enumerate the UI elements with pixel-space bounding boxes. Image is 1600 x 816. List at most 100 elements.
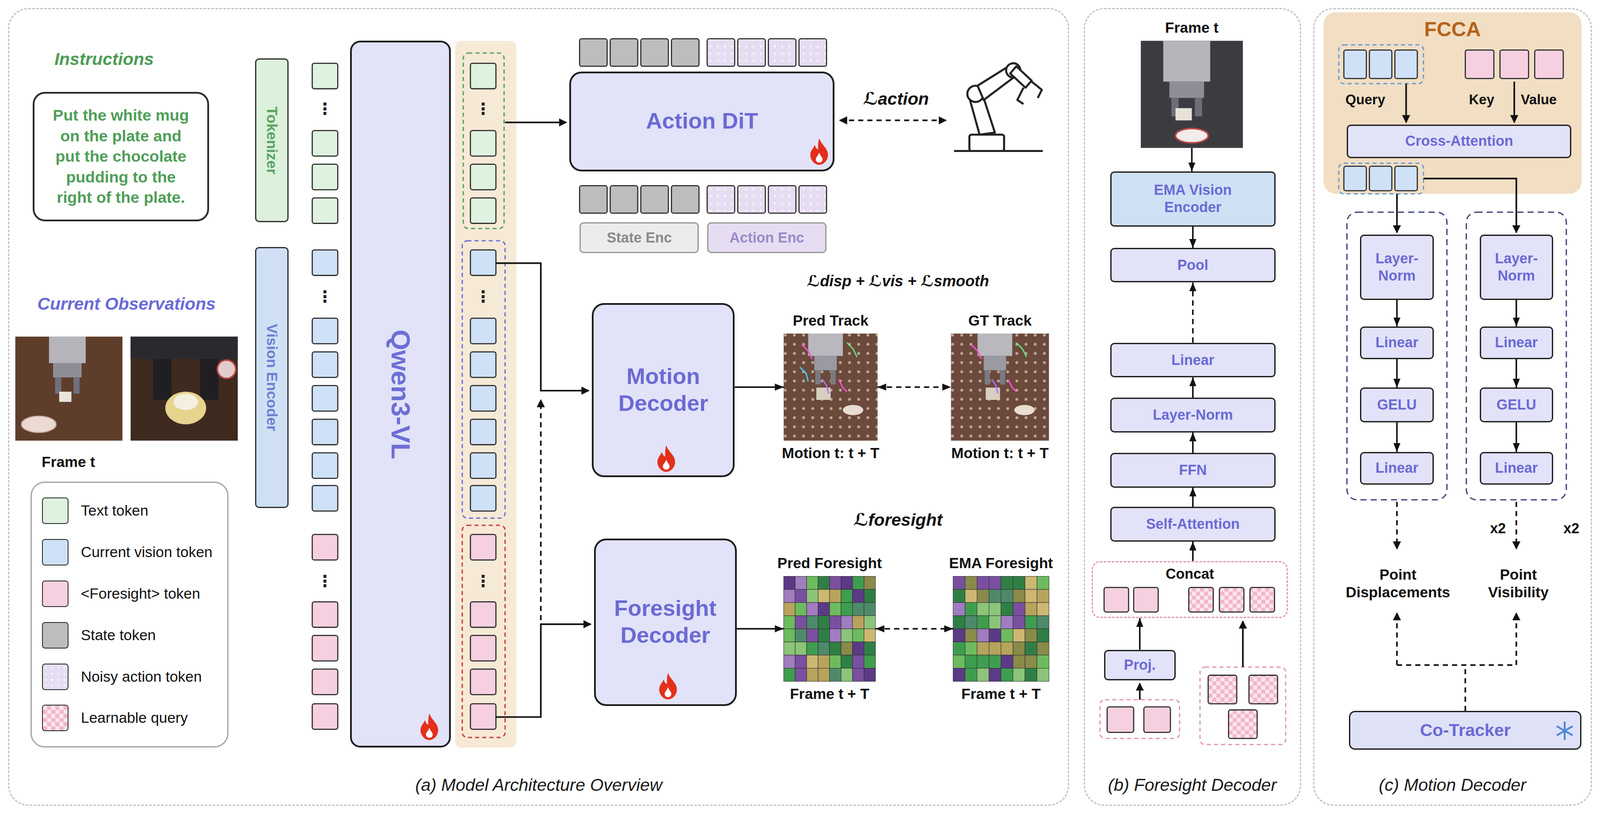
foresight-image: EMA ForesightFrame t + T (952, 576, 1049, 682)
input-tokens (312, 704, 338, 730)
dit-tokens (579, 185, 607, 214)
foresight-cell (829, 655, 842, 669)
fcca-tokens (1500, 49, 1529, 79)
frame-caption: Frame t (41, 453, 96, 471)
flow-arrow (839, 119, 946, 122)
foresight-cell (989, 642, 1002, 656)
dit-tokens (737, 185, 766, 214)
track-image (1014, 405, 1035, 416)
track-image (814, 356, 837, 371)
supervision-arrow (877, 386, 951, 389)
foresight-cell (1013, 589, 1025, 603)
observation-image (152, 359, 172, 400)
foresight-cell (977, 642, 990, 656)
foresight-cell (1036, 668, 1049, 682)
box-label: Tokenizer (262, 106, 281, 175)
fcca-tokens (1534, 49, 1564, 79)
image-caption: Frame t + T (961, 685, 1041, 704)
linear-box: Linear (1360, 452, 1434, 485)
linear-box: Linear (1110, 342, 1276, 378)
concat-tokens (1249, 587, 1275, 613)
foresight-cell (952, 655, 965, 669)
foresight-cell (818, 576, 830, 590)
observation-image (49, 336, 86, 364)
foresight-cell (783, 642, 796, 656)
box-label: GELU (1377, 396, 1418, 414)
foresight-cell (1036, 602, 1049, 617)
foresight-cell (952, 642, 965, 656)
foresight-cell (952, 576, 965, 590)
foresight-cell (864, 628, 876, 643)
gelu-box: GELU (1479, 387, 1554, 423)
layer-norm-box: Layer-Norm (1479, 234, 1554, 301)
flow-arrow (1139, 683, 1141, 701)
box-label: Linear (1171, 351, 1215, 370)
foresight-cell (864, 668, 876, 682)
foresight-cell (1024, 576, 1037, 590)
label-slot: Frame t (41, 453, 96, 472)
token-group (462, 525, 506, 738)
repeat-count: x2 (1563, 520, 1580, 537)
output-tokens (470, 669, 496, 696)
foresight-cell (977, 589, 990, 603)
foresight-cell (1013, 602, 1025, 617)
track-image (991, 379, 999, 394)
observation-image (130, 336, 238, 441)
dit-tokens (707, 38, 735, 67)
concat-tokens (1104, 587, 1275, 613)
output-tokens (470, 534, 496, 561)
supervision-arrow (1515, 613, 1518, 666)
flow-arrow (1192, 377, 1194, 398)
track-image (1000, 370, 1006, 385)
ellipsis: ⋮ (316, 287, 334, 306)
legend-swatch (41, 663, 69, 691)
foresight-cell (841, 628, 853, 643)
flow-arrow (1192, 487, 1194, 508)
legend-row: Learnable query (41, 704, 218, 732)
foresight-cell (1013, 576, 1025, 590)
foresight-cell (964, 602, 977, 617)
label-slot: ⋮ (475, 571, 492, 592)
observation-image (53, 363, 82, 378)
track-image (783, 333, 878, 441)
box-label: State Enc (606, 229, 672, 247)
token-group (1200, 667, 1286, 745)
foresight-cell (964, 655, 977, 669)
flow-arrow (505, 121, 567, 124)
observation-image (55, 377, 62, 394)
concat-group: Concat (1091, 561, 1288, 619)
flow-arrow (1513, 81, 1516, 123)
frame-image (1194, 98, 1202, 117)
concat-tokens (1104, 587, 1129, 613)
track-image (1016, 342, 1027, 358)
robot-arm-icon (954, 63, 1044, 152)
legend-text: Current vision token (80, 544, 213, 561)
output-label: Point Visibility (1488, 566, 1549, 601)
foresight-cell (818, 616, 830, 630)
frame-image (1175, 128, 1209, 143)
supervision-arrow (1397, 664, 1517, 667)
output-tokens (470, 63, 496, 730)
supervision-arrow (1396, 502, 1399, 549)
section-title: Instructions (54, 49, 154, 69)
input-tokens (312, 669, 338, 696)
flow-arrow (1139, 618, 1141, 651)
attention-input-label: Query (1345, 92, 1386, 108)
dit-tokens (707, 185, 735, 214)
trainable-icon (655, 445, 678, 473)
box-label: EMA Vision Encoder (1136, 181, 1250, 217)
legend-text: Learnable query (80, 709, 188, 727)
output-label: Point Displacements (1345, 566, 1451, 601)
observation-image (165, 392, 206, 425)
foresight-cell (864, 655, 876, 669)
token-group (462, 240, 506, 519)
foresight-cell (1024, 602, 1037, 617)
image-heading: GT Track (968, 312, 1032, 330)
llm-backbone: Qwen3-VL (350, 40, 452, 748)
flow-arrow (1515, 300, 1518, 327)
label-slot: Key (1469, 91, 1495, 109)
frame-image (1140, 40, 1243, 148)
dit-tokens (799, 185, 827, 214)
observation-image (200, 359, 219, 400)
proj-box: Proj. (1104, 650, 1176, 681)
